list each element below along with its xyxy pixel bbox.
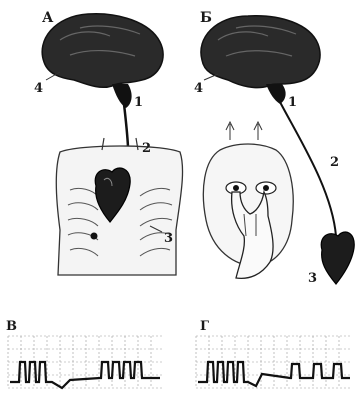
arrow-b-1 <box>226 122 234 140</box>
arrow-b-2 <box>254 122 262 140</box>
pupil-right-b <box>263 185 269 191</box>
panel-b-label-4: 4 <box>194 81 203 96</box>
brainstem-a <box>112 84 132 108</box>
leader-4-b <box>204 74 218 80</box>
panel-a-label-4: 4 <box>34 81 43 96</box>
panel-a-letter: А <box>42 10 54 26</box>
panel-b-letter: Б <box>200 10 212 26</box>
panel-a-label-1: 1 <box>134 95 143 110</box>
trace-v-letter: В <box>6 319 17 334</box>
panel-a: А 1 2 3 4 <box>34 10 183 275</box>
panel-b: Б 1 2 3 4 <box>194 10 354 286</box>
panel-b-label-3: 3 <box>308 271 317 286</box>
heart-b <box>321 232 354 284</box>
trace-g-letter: Г <box>200 319 209 334</box>
panel-b-label-1: 1 <box>288 95 297 110</box>
trace-g: Г <box>196 319 351 388</box>
navel-a <box>91 233 98 240</box>
pupil-left-b <box>233 185 239 191</box>
brainstem-b <box>266 84 286 104</box>
panel-a-label-2: 2 <box>142 141 151 156</box>
trace-v: В <box>6 319 163 388</box>
panel-a-label-3: 3 <box>164 231 173 246</box>
panel-b-label-2: 2 <box>330 155 339 170</box>
